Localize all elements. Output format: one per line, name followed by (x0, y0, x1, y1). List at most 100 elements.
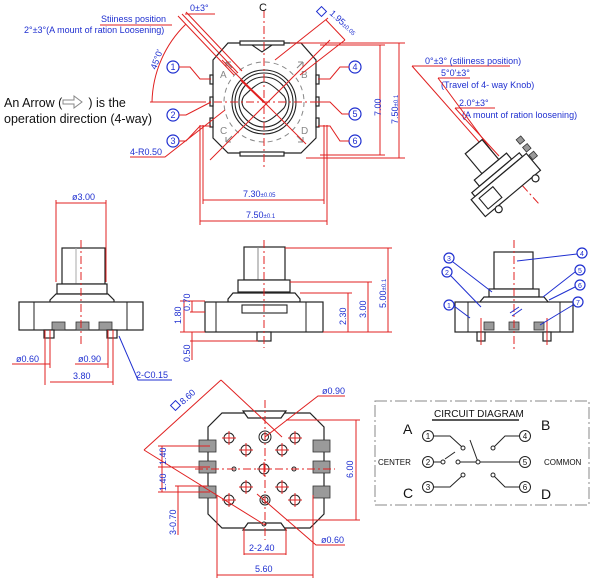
part-callout-1: 1 (443, 299, 471, 319)
pin-callout-1: 1 (166, 60, 211, 80)
top-tab (239, 40, 285, 46)
terminal-5 (519, 456, 531, 468)
circuit-border (374, 400, 590, 506)
svg-text:4: 4 (352, 62, 357, 72)
part-callout-6: 6 (548, 279, 586, 301)
top-tab-notch (251, 44, 273, 53)
angle-45-label: 45°0' (148, 48, 164, 71)
bottom-pad-r2 (312, 460, 331, 474)
tilt-body (464, 135, 542, 218)
terminal-1-label: 1 (426, 432, 431, 441)
front-pad-1 (51, 321, 66, 331)
height-inner-label: 7.00 (373, 98, 383, 116)
pin-callout-5: 5 (318, 101, 362, 121)
shaft-dia-label: ø3.00 (72, 192, 95, 202)
dim-300-label: 3.00 (358, 300, 368, 318)
svg-text:1: 1 (447, 303, 451, 310)
tilt-view: 0°±3° (stiliness position) 5°0'±3° (Trav… (411, 56, 577, 218)
terminal-2-label: 2 (426, 458, 431, 467)
circuit-common-label: COMMON (544, 458, 582, 467)
part-callout-5: 5 (542, 264, 586, 298)
angle-arc (151, 23, 187, 103)
front-pad-3 (98, 321, 113, 331)
svg-text:3: 3 (170, 136, 175, 146)
svg-text:5: 5 (352, 109, 357, 119)
square-symbol-icon (315, 5, 328, 18)
height-outer-label: 7.50±0.1 (390, 94, 400, 124)
pin-dia-small-label: ø0.60 (16, 354, 39, 364)
box-dim-line-2 (299, 39, 346, 76)
box-dim-label: 1.95±0.05 (328, 8, 359, 38)
hole-large-label: ø0.90 (322, 386, 345, 396)
pin-dia-large-label: ø0.90 (78, 354, 101, 364)
pitch-b-label: 1.40 (158, 473, 168, 491)
bottom-pad-r3 (312, 485, 331, 499)
box-dim-line-3 (325, 19, 346, 41)
chamfer-label: 2-C0.15 (136, 370, 168, 380)
pin-callout-3: 3 (166, 125, 211, 148)
width-560-label: 5.60 (255, 564, 273, 574)
terminal-2 (422, 456, 434, 468)
arrow-note-line2: operation direction (4-way) (4, 112, 152, 126)
circuit-corner-b: B (541, 417, 550, 433)
svg-text:6: 6 (578, 283, 582, 290)
hollow-arrow-icon (62, 95, 83, 109)
arrow-note: An Arrow () is the operation direction (… (4, 95, 152, 126)
pin-callout-6: 6 (318, 125, 362, 148)
bottom-view: 8.60 ø0.90 ø0.60 1.40 1.40 3-0.70 6.00 2… (143, 379, 360, 578)
shaft (61, 247, 106, 285)
hole-large-leader (264, 395, 345, 438)
svg-text:7: 7 (576, 300, 580, 307)
loosening-label: 2°±3°(A mount of ration Loosening) (24, 25, 164, 35)
bottom-pad-r1 (312, 439, 331, 453)
tilt-loosen-angle: 2.0°±3° (459, 98, 489, 108)
stillness-leader-3 (185, 11, 243, 72)
terminal-6-label: 6 (523, 483, 528, 492)
radius-leader (130, 109, 226, 158)
dim-050-label: 0.50 (182, 344, 192, 362)
corner-letter-c: C (220, 126, 227, 137)
part-arrow-icon (509, 306, 523, 317)
front-peg-left (43, 329, 55, 339)
front-view: ø3.00 ø0.60 ø0.90 3.80 2-C0.15 (12, 192, 172, 385)
switch-contacts (440, 445, 496, 478)
corner-letter-d: D (301, 126, 308, 137)
chamfer-leader (118, 335, 172, 381)
front-pad-2 (75, 321, 90, 331)
circuit-title: CIRCUIT DIAGRAM (434, 409, 524, 420)
stillness-leader-1 (177, 15, 235, 76)
svg-text:4: 4 (580, 251, 584, 258)
pitch-a-label: 1.40 (158, 447, 168, 465)
tilt-line-3 (454, 107, 500, 157)
terminal-1 (422, 430, 434, 442)
diag-dim-1 (143, 379, 222, 451)
stillness-label: Stiiness position (101, 14, 166, 24)
parts-view: 1 2 3 4 5 6 7 (441, 240, 588, 350)
svg-text:1: 1 (170, 62, 175, 72)
stillness-leader-2 (181, 13, 239, 74)
travel-circle (223, 61, 305, 143)
diag-2 (209, 39, 331, 161)
part-callout-7: 7 (539, 296, 584, 326)
bottom-top-tab (241, 410, 288, 419)
corner-letter-a: A (220, 70, 227, 81)
corner-radius-label: 4-R0.50 (130, 147, 162, 157)
pin-6 (315, 117, 320, 128)
pin-pitch-label: 3.80 (73, 371, 91, 381)
circuit-diagram: CIRCUIT DIAGRAM A B C D CENTER COMMON 1 … (374, 400, 590, 506)
tilt-travel-label: (Travel of 4- way Knob) (441, 80, 534, 90)
pin-callout-2: 2 (166, 101, 212, 122)
side-view: 2.30 3.00 5.00±0.1 1.80 0.70 0.50 (173, 240, 392, 362)
pin-3 (209, 117, 214, 128)
svg-text:2: 2 (445, 270, 449, 277)
height-600-label: 6.00 (345, 460, 355, 478)
box-symbol-bottom-icon (169, 399, 182, 412)
box-dim-line-1 (274, 17, 329, 61)
diag-dim-2 (220, 379, 283, 438)
part-callout-2: 2 (441, 266, 482, 308)
pad-width-label: 3-0.70 (168, 509, 178, 535)
circuit-corner-a: A (403, 421, 413, 437)
svg-text:3: 3 (447, 256, 451, 263)
circuit-corner-c: C (403, 485, 413, 501)
tilt-line-2 (437, 77, 498, 159)
